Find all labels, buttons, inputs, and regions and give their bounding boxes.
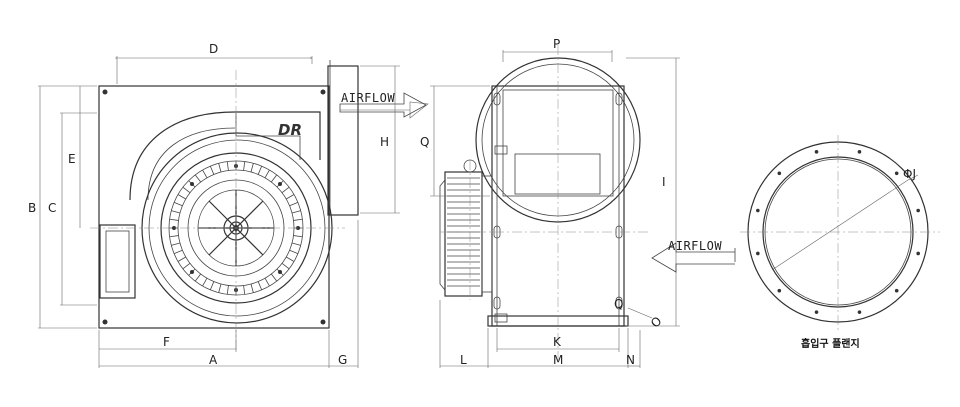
flange-bolt-hole bbox=[777, 171, 782, 176]
dim-label-D: D bbox=[209, 42, 218, 56]
front-view-dimensions: D B C E H F A G bbox=[28, 42, 400, 368]
motor-fin bbox=[281, 186, 290, 194]
flange-bolt-hole bbox=[857, 150, 862, 154]
motor-fin bbox=[173, 201, 183, 207]
side-view bbox=[439, 45, 650, 360]
flange-bolt-hole bbox=[756, 208, 760, 213]
dim-label-N: N bbox=[626, 353, 635, 367]
motor-fin bbox=[194, 273, 202, 282]
dim-label-K: K bbox=[553, 335, 562, 349]
side-view-dimensions: P Q I K L M N Q O bbox=[420, 37, 680, 368]
motor-fin bbox=[293, 235, 303, 238]
motor-fin bbox=[218, 163, 222, 173]
flange-caption: 흡입구 플랜지 bbox=[801, 337, 860, 350]
airflow-arrow-side: AIRFLOW bbox=[339, 91, 429, 119]
flange-bolt-hole bbox=[777, 288, 782, 293]
motor-fin bbox=[177, 194, 186, 200]
motor-fin bbox=[218, 283, 222, 293]
dim-label-J: ΦJ bbox=[903, 167, 916, 181]
flange-bolt-hole bbox=[814, 310, 819, 314]
motor-fin bbox=[281, 262, 290, 270]
dim-label-C: C bbox=[48, 201, 56, 215]
dim-label-M: M bbox=[553, 353, 563, 367]
motor-fin bbox=[257, 281, 263, 291]
motor-fin bbox=[257, 165, 263, 175]
motor-fin bbox=[289, 249, 299, 255]
motor-fin bbox=[243, 161, 246, 171]
motor-fin bbox=[226, 285, 229, 295]
dim-label-H: H bbox=[380, 135, 389, 149]
motor-fin bbox=[209, 165, 215, 175]
dim-label-A: A bbox=[209, 353, 218, 367]
motor-fin bbox=[289, 201, 299, 207]
motor-fin bbox=[286, 256, 295, 262]
airflow-label-right: AIRFLOW bbox=[668, 239, 722, 253]
motor-fin bbox=[173, 249, 183, 255]
motor-fin bbox=[169, 218, 179, 221]
brand-logo: DR bbox=[278, 121, 302, 139]
flange-bolt-hole bbox=[894, 288, 899, 293]
motor-fin bbox=[291, 210, 301, 214]
flange-bolt-hole bbox=[857, 310, 862, 314]
dim-label-P: P bbox=[553, 37, 560, 51]
motor-fin bbox=[250, 283, 254, 293]
motor-fin bbox=[171, 242, 181, 246]
airflow-label-side: AIRFLOW bbox=[341, 91, 395, 105]
motor-fin bbox=[243, 285, 246, 295]
motor-fin bbox=[209, 281, 215, 291]
motor-fin bbox=[270, 273, 278, 282]
dim-label-I: I bbox=[662, 175, 666, 189]
dim-label-Q-small: Q bbox=[614, 297, 623, 311]
dim-label-L: L bbox=[460, 353, 467, 367]
motor-fin bbox=[293, 218, 303, 221]
motor-fin bbox=[177, 256, 186, 262]
flange-bolt-hole bbox=[916, 208, 920, 213]
motor-fin bbox=[169, 235, 179, 238]
dim-label-G: G bbox=[338, 353, 347, 367]
motor-fin bbox=[202, 278, 208, 287]
airflow-arrow-right: AIRFLOW bbox=[651, 239, 736, 273]
inlet-flange-view: ΦJ bbox=[740, 135, 940, 330]
dim-label-B: B bbox=[28, 201, 36, 215]
motor-fin bbox=[264, 278, 270, 287]
dim-label-F: F bbox=[163, 335, 170, 349]
dim-label-Q: Q bbox=[420, 135, 429, 149]
motor-fin bbox=[194, 174, 202, 183]
motor-fin bbox=[202, 169, 208, 178]
dim-label-E: E bbox=[68, 152, 76, 166]
motor-fin bbox=[182, 186, 191, 194]
front-view: DR bbox=[90, 60, 359, 350]
motor-fin bbox=[264, 169, 270, 178]
motor-fin bbox=[182, 262, 191, 270]
dim-label-O: O bbox=[648, 314, 665, 331]
flange-bolt-hole bbox=[756, 251, 760, 256]
motor-fin bbox=[171, 210, 181, 214]
flange-bolt-hole bbox=[916, 251, 920, 256]
motor-fin bbox=[226, 161, 229, 171]
motor-fin bbox=[270, 174, 278, 183]
motor-fin bbox=[286, 194, 295, 200]
motor-fin bbox=[250, 163, 254, 173]
flange-bolt-hole bbox=[814, 150, 819, 154]
flange-bolt-hole bbox=[894, 171, 899, 176]
motor-fin bbox=[291, 242, 301, 246]
